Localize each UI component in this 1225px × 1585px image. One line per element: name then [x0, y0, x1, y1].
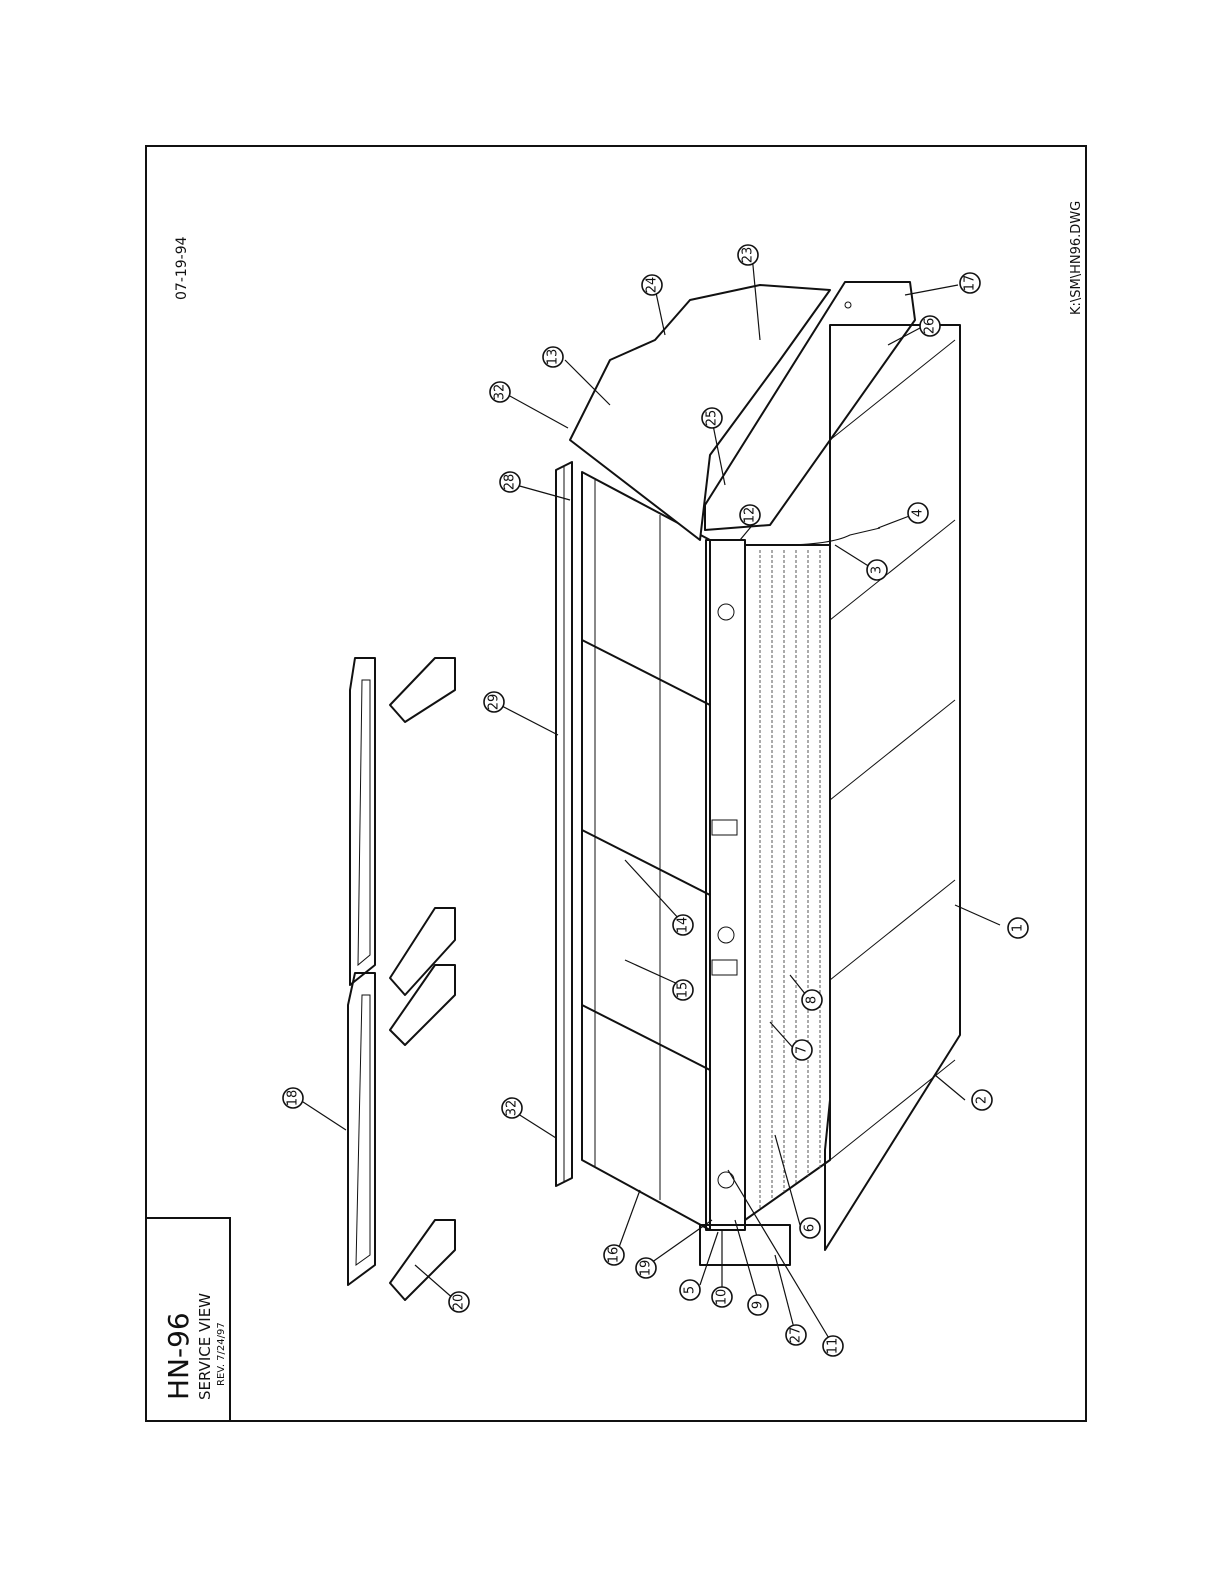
svg-text:4: 4	[911, 509, 926, 517]
callout-13: 13	[543, 347, 563, 367]
callout-20: 20	[449, 1292, 469, 1312]
callout-24: 24	[642, 275, 662, 295]
callout-16: 16	[604, 1245, 624, 1265]
svg-text:32: 32	[505, 1100, 520, 1117]
svg-text:18: 18	[286, 1090, 301, 1107]
callout-2: 2	[972, 1090, 992, 1110]
svg-text:24: 24	[645, 277, 660, 294]
svg-text:7: 7	[795, 1046, 810, 1054]
callout-14: 14	[673, 915, 693, 935]
revision-text: REV. 7/24/97	[216, 1322, 227, 1386]
svg-text:14: 14	[676, 917, 691, 934]
callout-3: 3	[867, 560, 887, 580]
callout-17: 17	[960, 273, 980, 293]
callout-5: 5	[680, 1280, 700, 1300]
callout-10: 10	[712, 1287, 732, 1307]
svg-text:15: 15	[676, 982, 691, 999]
svg-text:5: 5	[683, 1286, 698, 1294]
svg-text:20: 20	[452, 1294, 467, 1311]
callout-18: 18	[283, 1088, 303, 1108]
callout-11: 11	[823, 1336, 843, 1356]
file-path: K:\SM\HN96.DWG	[1069, 201, 1084, 315]
model-title: HN-96	[162, 1312, 195, 1400]
callout-1: 1	[1008, 918, 1028, 938]
door-panels	[348, 658, 375, 1285]
svg-text:12: 12	[743, 507, 758, 524]
callout-4: 4	[908, 503, 928, 523]
callout-19: 19	[636, 1258, 656, 1278]
callout-23: 23	[738, 245, 758, 265]
callout-28: 28	[500, 472, 520, 492]
callout-6: 6	[800, 1218, 820, 1238]
svg-text:6: 6	[803, 1224, 818, 1232]
svg-text:8: 8	[805, 996, 820, 1004]
svg-text:11: 11	[826, 1338, 841, 1355]
door-brackets	[390, 658, 455, 1300]
callout-27: 27	[786, 1325, 806, 1345]
svg-text:3: 3	[870, 566, 885, 574]
drawing-border	[146, 146, 1086, 1421]
callout-12: 12	[740, 505, 760, 525]
svg-text:1: 1	[1011, 924, 1026, 932]
svg-text:2: 2	[975, 1096, 990, 1104]
callout-32-bottom: 32	[502, 1098, 522, 1118]
svg-text:19: 19	[639, 1260, 654, 1277]
callout-9: 9	[748, 1295, 768, 1315]
svg-text:32: 32	[493, 384, 508, 401]
svg-text:23: 23	[741, 247, 756, 264]
svg-text:16: 16	[607, 1247, 622, 1264]
svg-text:27: 27	[789, 1327, 804, 1344]
callout-15: 15	[673, 980, 693, 1000]
svg-text:13: 13	[546, 349, 561, 366]
callout-26: 26	[920, 316, 940, 336]
view-title: SERVICE VIEW	[196, 1293, 214, 1400]
svg-text:25: 25	[705, 410, 720, 427]
svg-text:29: 29	[487, 694, 502, 711]
svg-text:17: 17	[963, 275, 978, 292]
svg-text:26: 26	[923, 318, 938, 335]
callout-8: 8	[802, 990, 822, 1010]
svg-text:10: 10	[715, 1289, 730, 1306]
main-unit	[556, 282, 960, 1265]
title-block: HN-96 SERVICE VIEW REV. 7/24/97	[146, 1218, 230, 1421]
svg-text:9: 9	[751, 1301, 766, 1309]
drawing-date: 07-19-94	[174, 236, 190, 300]
callout-25: 25	[702, 408, 722, 428]
callout-32-top: 32	[490, 382, 510, 402]
callout-29: 29	[484, 692, 504, 712]
svg-text:28: 28	[503, 474, 518, 491]
callout-7: 7	[792, 1040, 812, 1060]
